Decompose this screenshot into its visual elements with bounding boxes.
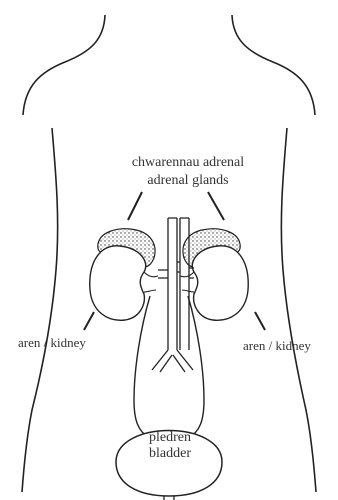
adrenal-glands-label-welsh: chwarennau adrenal [118,156,258,170]
adrenal-glands-label-english: adrenal glands [118,174,258,188]
left-ureter [134,296,150,438]
body-outline [22,15,316,492]
bladder-label-english: bladder [130,447,210,461]
right-kidney-hilum [180,272,194,292]
right-kidney [192,246,248,320]
bladder-label-welsh: pledren [130,431,210,445]
left-kidney-hilum [144,272,158,292]
right-kidney-label: aren / kidney [243,339,311,352]
left-kidney [90,246,146,320]
left-kidney-label: aren / kidney [18,336,86,349]
